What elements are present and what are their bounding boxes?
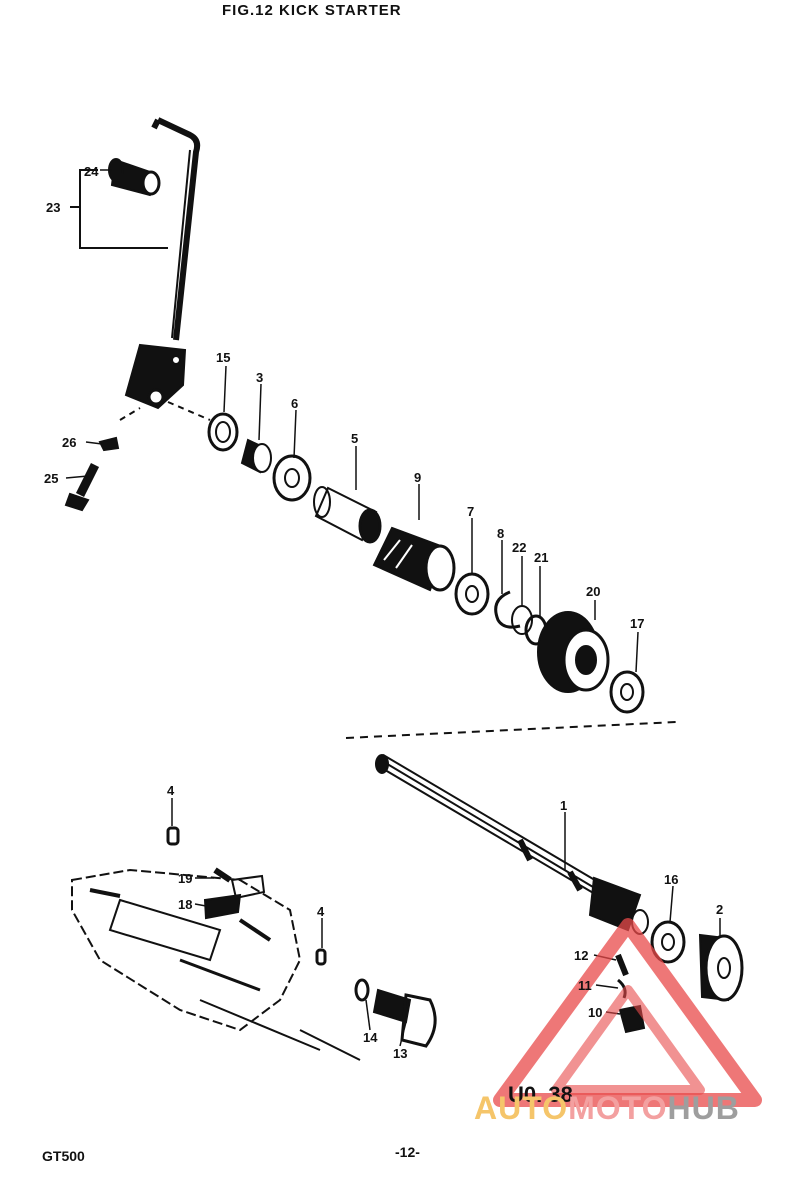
callout-6: 6 [291, 396, 298, 411]
callout-2: 2 [716, 902, 723, 917]
callout-1: 1 [560, 798, 567, 813]
callout-18: 18 [178, 897, 192, 912]
circlip [494, 590, 521, 629]
callout-22: 22 [512, 540, 526, 555]
callout-19: 19 [178, 871, 192, 886]
spacer-sleeve [313, 486, 382, 544]
kick-return-spring [372, 526, 456, 592]
page-number: -12- [395, 1144, 420, 1160]
callout-8: 8 [497, 526, 504, 541]
callout-3: 3 [256, 370, 263, 385]
dowel-pin [315, 948, 327, 966]
callout-13: 13 [393, 1046, 407, 1061]
washer-16 [650, 920, 686, 964]
callout-4-lower: 4 [317, 904, 325, 919]
washer-6 [272, 454, 312, 502]
callout-21: 21 [534, 550, 548, 565]
callout-16: 16 [664, 872, 678, 887]
bushing [240, 438, 272, 474]
callout-4-upper: 4 [167, 783, 175, 798]
clamp-bolt [64, 436, 120, 512]
callout-23: 23 [46, 200, 60, 215]
callout-9: 9 [414, 470, 421, 485]
callout-15: 15 [216, 350, 230, 365]
kick-lever [124, 117, 201, 410]
watermark-part3: HUB [667, 1090, 740, 1126]
reference-stamp: U0. 38 [508, 1082, 573, 1107]
watermark-part1: AUTO [474, 1090, 569, 1126]
callout-17: 17 [630, 616, 644, 631]
pivot-bolt [354, 978, 437, 1048]
callout-14: 14 [363, 1030, 378, 1045]
kick-starter-gear [537, 611, 610, 693]
kick-rubber-grip [108, 158, 161, 197]
stopper-plate [203, 867, 266, 920]
callout-12: 12 [574, 948, 588, 963]
crankcase-section [71, 868, 361, 1061]
shaft-collar [698, 933, 744, 1002]
callout-25: 25 [44, 471, 58, 486]
callout-11: 11 [578, 978, 592, 993]
watermark-text: AUTOMOTOHUB [474, 1090, 740, 1127]
washer-7 [454, 572, 490, 616]
callout-24: 24 [84, 164, 99, 179]
watermark-part2: MOTO [568, 1090, 668, 1126]
oil-seal [207, 412, 239, 452]
callout-20: 20 [586, 584, 600, 599]
washer-17 [609, 670, 645, 714]
kick-starter-shaft [375, 753, 649, 935]
watermark-triangle [493, 918, 762, 1107]
callout-5: 5 [351, 431, 358, 446]
callout-7: 7 [467, 504, 474, 519]
callout-10: 10 [588, 1005, 602, 1020]
dowel-pin [166, 826, 180, 846]
model-label: GT500 [42, 1148, 85, 1164]
figure-title: FIG.12 KICK STARTER [222, 2, 402, 19]
callout-26: 26 [62, 435, 76, 450]
